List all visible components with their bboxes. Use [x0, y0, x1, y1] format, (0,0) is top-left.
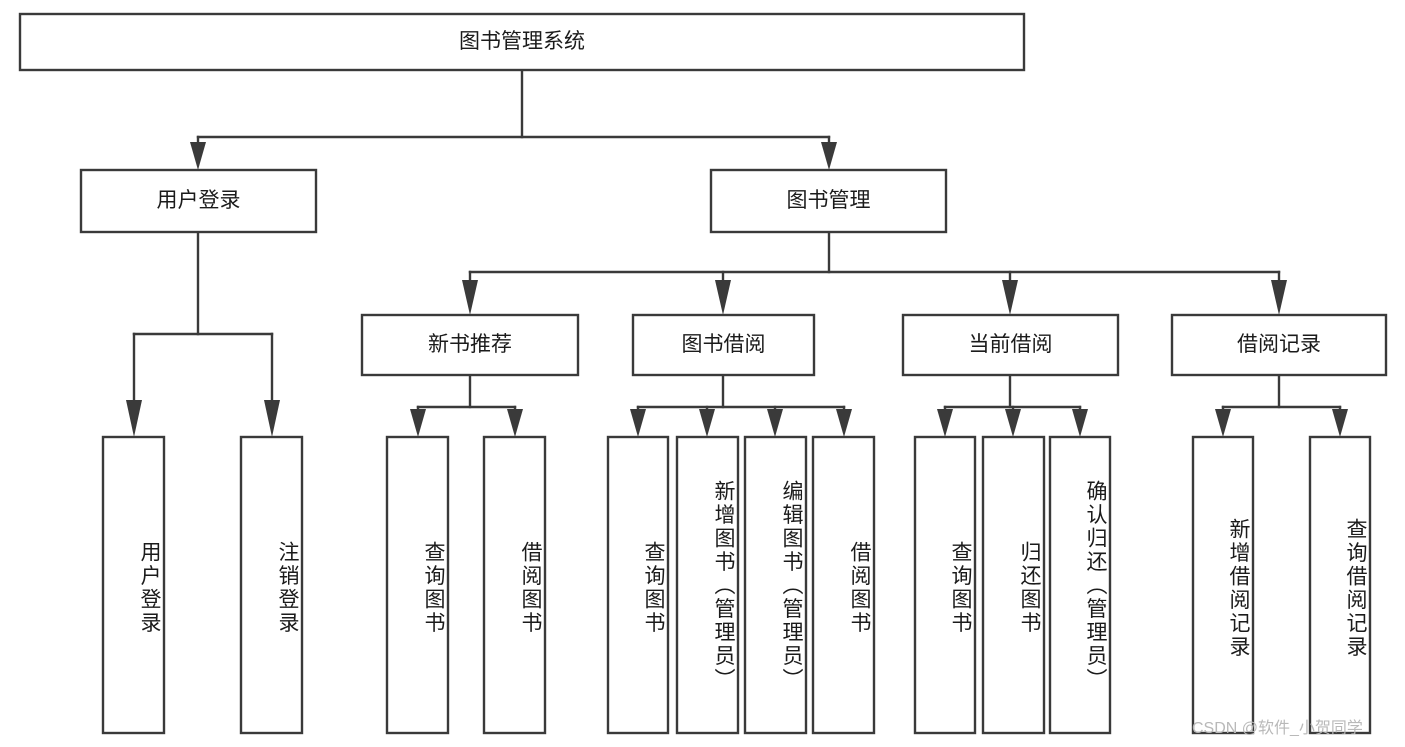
- node-box-new-book-rec[interactable]: [360, 313, 580, 377]
- connector-bookborrow-to-leaves: [630, 373, 852, 437]
- arrow-head-icon: [190, 142, 206, 170]
- node-box-leaf-record-query[interactable]: [1308, 435, 1372, 735]
- node-box-leaf-user-login[interactable]: [101, 435, 166, 735]
- arrow-head-icon: [699, 409, 715, 437]
- node-box-book-mgmt[interactable]: [709, 168, 948, 234]
- arrow-head-icon: [1271, 280, 1287, 315]
- node-box-leaf-rec-borrow[interactable]: [482, 435, 547, 735]
- node-box-leaf-current-confirm[interactable]: [1048, 435, 1112, 735]
- arrow-head-icon: [767, 409, 783, 437]
- node-box-leaf-borrow-add[interactable]: [675, 435, 740, 735]
- node-box-leaf-current-return[interactable]: [981, 435, 1046, 735]
- arrow-head-icon: [836, 409, 852, 437]
- arrow-head-icon: [1002, 280, 1018, 315]
- node-box-leaf-user-logout[interactable]: [239, 435, 304, 735]
- arrow-head-icon: [462, 280, 478, 315]
- node-box-user-login[interactable]: [79, 168, 318, 234]
- arrow-head-icon: [937, 409, 953, 437]
- node-box-leaf-borrow-query[interactable]: [606, 435, 670, 735]
- node-box-leaf-borrow-borrow[interactable]: [811, 435, 876, 735]
- connector-currentborrow-to-leaves: [937, 373, 1088, 437]
- arrow-head-icon: [410, 409, 426, 437]
- connector-userlogin-to-leaves: [126, 230, 280, 437]
- arrow-head-icon: [715, 280, 731, 315]
- node-box-root[interactable]: [18, 12, 1026, 72]
- arrow-head-icon: [126, 400, 142, 437]
- connector-bookmgmt-to-level3: [462, 230, 1287, 315]
- arrow-head-icon: [821, 142, 837, 170]
- node-box-current-borrow[interactable]: [901, 313, 1120, 377]
- arrow-head-icon: [630, 409, 646, 437]
- node-box-leaf-borrow-edit[interactable]: [743, 435, 808, 735]
- arrow-head-icon: [507, 409, 523, 437]
- arrow-head-icon: [1215, 409, 1231, 437]
- node-box-leaf-record-add[interactable]: [1191, 435, 1255, 735]
- node-box-book-borrow[interactable]: [631, 313, 816, 377]
- node-box-borrow-record[interactable]: [1170, 313, 1388, 377]
- connector-root-to-level2: [190, 68, 837, 170]
- arrow-head-icon: [1005, 409, 1021, 437]
- arrow-head-icon: [264, 400, 280, 437]
- connector-newbook-to-leaves: [410, 373, 523, 437]
- node-box-leaf-rec-query[interactable]: [385, 435, 450, 735]
- node-box-leaf-current-query[interactable]: [913, 435, 977, 735]
- connector-borrowrecord-to-leaves: [1215, 373, 1348, 437]
- arrow-head-icon: [1332, 409, 1348, 437]
- watermark-text: CSDN @软件_小贺同学: [1192, 720, 1363, 737]
- arrow-head-icon: [1072, 409, 1088, 437]
